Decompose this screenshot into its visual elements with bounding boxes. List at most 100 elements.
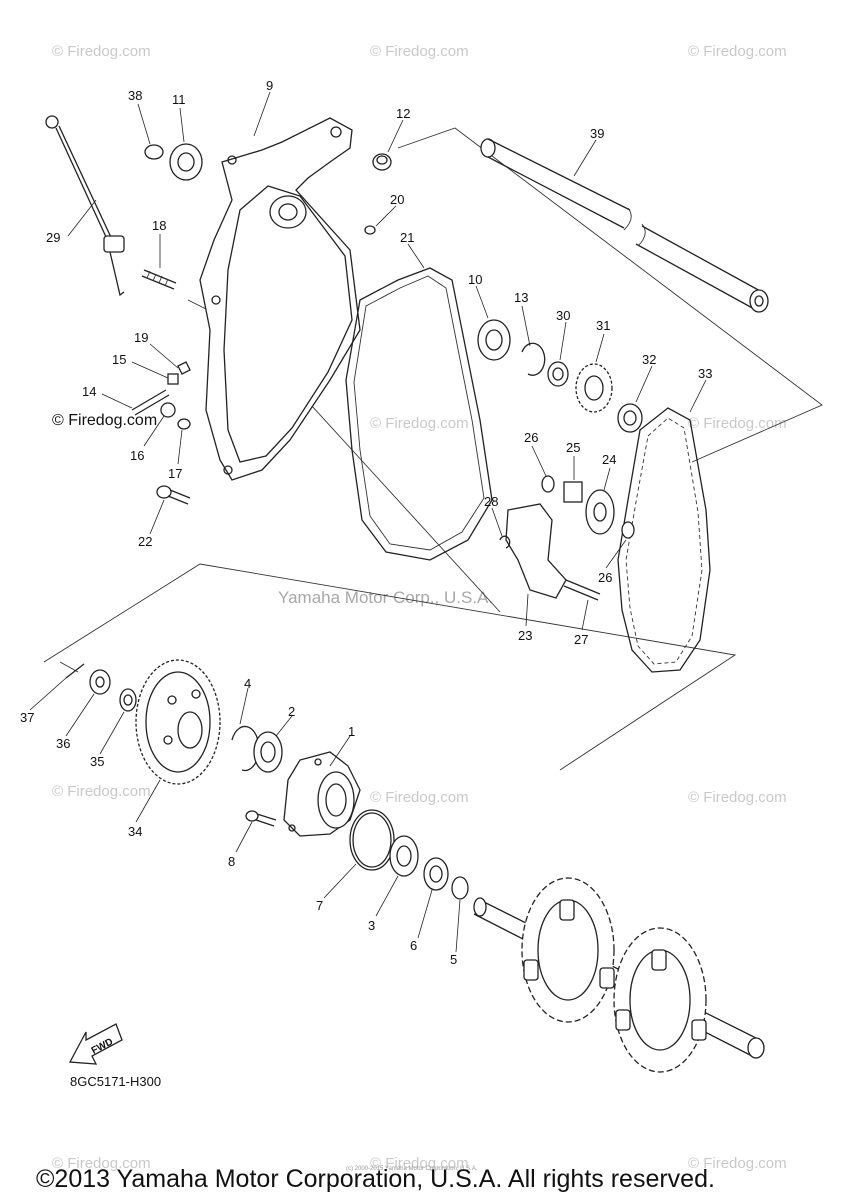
callout-24: 24 [602, 452, 616, 467]
callout-6: 6 [410, 938, 417, 953]
callout-20: 20 [390, 192, 404, 207]
lower-seal-part [389, 835, 419, 877]
lower-washer-part [119, 688, 137, 712]
dipstick-part [45, 115, 125, 297]
drive-shaft-part [480, 138, 769, 313]
callout-34: 34 [128, 824, 142, 839]
callout-9: 9 [266, 78, 273, 93]
watermark-firedog: © Firedog.com [688, 415, 787, 432]
watermark-firedog: © Firedog.com [688, 1155, 787, 1172]
fine-print: (c) 2000-2015 Yamaha Motor Corporation, … [346, 1166, 478, 1172]
watermark-yamaha: Yamaha Motor Corp., U.S.A. [278, 588, 493, 607]
watermark-firedog: © Firedog.com [370, 789, 469, 806]
callout-27: 27 [574, 632, 588, 647]
o-ring-part [144, 144, 164, 160]
circlip-part [521, 342, 546, 376]
small-plug-part [364, 225, 376, 235]
callout-1: 1 [348, 724, 355, 739]
bearing-housing-part [283, 751, 361, 837]
watermark-firedog: © Firedog.com [52, 1155, 151, 1172]
drive-chain-part [617, 407, 711, 673]
callout-29: 29 [46, 230, 60, 245]
callout-32: 32 [642, 352, 656, 367]
diagram-code: 8GC5171-H300 [70, 1074, 161, 1089]
bolt-head-part [160, 402, 176, 418]
needle-bearing-part [563, 481, 583, 503]
large-o-ring-inner [352, 812, 392, 868]
watermark-firedog: © Firedog.com [52, 783, 151, 800]
bolt-part [131, 389, 170, 416]
callout-16: 16 [130, 448, 144, 463]
callout-12: 12 [396, 106, 410, 121]
callout-2: 2 [288, 704, 295, 719]
nut-part [177, 361, 191, 375]
watermark-firedog: © Firedog.com [370, 43, 469, 60]
watermark-firedog: © Firedog.com [688, 43, 787, 60]
callout-18: 18 [152, 218, 166, 233]
stud-bolt-part [141, 269, 177, 290]
chain-case-part [199, 117, 361, 481]
callout-4: 4 [244, 676, 251, 691]
watermark-firedog: © Firedog.com [52, 43, 151, 60]
watermark-firedog: © Firedog.com [370, 415, 469, 432]
callout-25: 25 [566, 440, 580, 455]
frame-lower [43, 563, 737, 771]
callout-14: 14 [82, 384, 96, 399]
frame-upper-right [397, 127, 823, 463]
watermark-firedog: © Firedog.com [688, 789, 787, 806]
pin-part [563, 579, 601, 601]
gasket-inner [353, 275, 485, 551]
washer-part-26b [621, 521, 635, 539]
callout-5: 5 [450, 952, 457, 967]
oil-seal-part [169, 143, 203, 181]
callout-19: 19 [134, 330, 148, 345]
flange-bolt-part [156, 485, 191, 505]
housing-bolt-part [245, 810, 277, 827]
clip-part [499, 535, 511, 549]
callout-37: 37 [20, 710, 34, 725]
drive-chain-inner [625, 417, 703, 665]
callout-22: 22 [138, 534, 152, 549]
callout-39: 39 [590, 126, 604, 141]
watermark-firedog: © Firedog.com [370, 1155, 469, 1172]
watermark-firedog-dark: © Firedog.com [52, 412, 157, 429]
callout-33: 33 [698, 366, 712, 381]
washer-part [617, 403, 643, 433]
callout-17: 17 [168, 466, 182, 481]
callout-26: 26 [524, 430, 538, 445]
callout-30: 30 [556, 308, 570, 323]
washer-small-part [177, 418, 191, 430]
tensioner-arm-part [505, 503, 567, 599]
callout-labels: 38 11 9 12 20 39 29 18 21 10 13 30 31 32… [20, 78, 712, 967]
callout-38: 38 [128, 88, 142, 103]
washer-part-26a [541, 475, 555, 493]
callout-13: 13 [514, 290, 528, 305]
lower-collar-part-6 [423, 857, 449, 891]
leader-lines [29, 91, 707, 953]
collar-part [547, 361, 569, 387]
large-o-ring-part [349, 809, 395, 871]
top-sprocket-part [575, 363, 613, 413]
plug-part [372, 153, 392, 171]
lower-bearing-part [253, 731, 283, 773]
callout-36: 36 [56, 736, 70, 751]
small-o-ring-part [451, 876, 469, 900]
track-drive-axle-part [473, 877, 765, 1073]
gasket-part [345, 267, 493, 561]
callout-28: 28 [484, 494, 498, 509]
callout-31: 31 [596, 318, 610, 333]
callout-15: 15 [112, 352, 126, 367]
lower-collar-part [89, 669, 111, 695]
callout-21: 21 [400, 230, 414, 245]
tensioner-roller-part [585, 489, 615, 535]
copyright-notice: ©2013 Yamaha Motor Corporation, U.S.A. A… [36, 1165, 715, 1193]
callout-35: 35 [90, 754, 104, 769]
forward-arrow-icon [68, 1023, 123, 1065]
callout-26: 26 [598, 570, 612, 585]
callout-8: 8 [228, 854, 235, 869]
callout-10: 10 [468, 272, 482, 287]
callout-11: 11 [172, 92, 186, 107]
cotter-pin-part [65, 663, 85, 679]
callout-7: 7 [316, 898, 323, 913]
